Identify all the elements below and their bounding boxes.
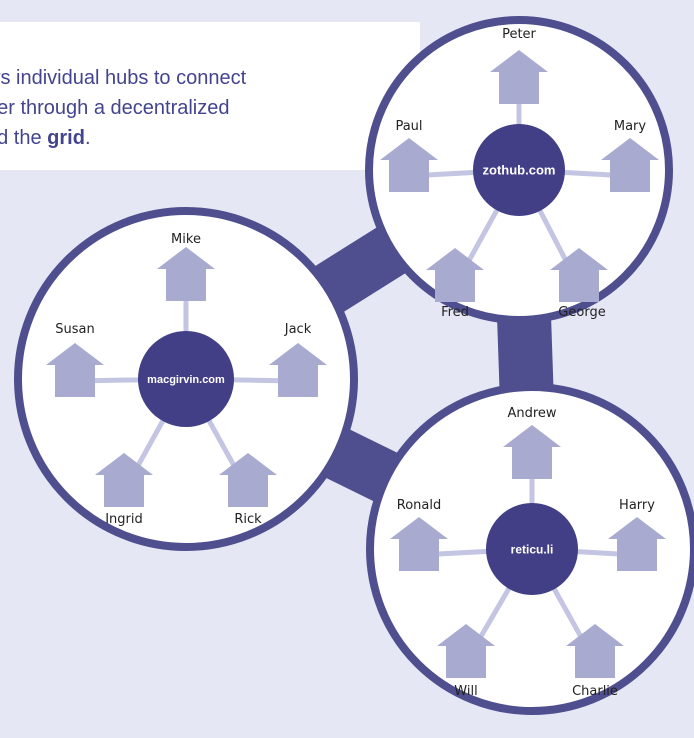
hub-name: zothub.com <box>483 163 556 178</box>
house-icon <box>550 248 608 302</box>
user-label: Mike <box>171 232 201 247</box>
house-icon <box>219 453 277 507</box>
user-label: Ingrid <box>105 512 143 527</box>
user-label: Paul <box>395 119 422 134</box>
user-label: Rick <box>234 512 262 527</box>
intro-line-3: ed the grid. <box>0 123 426 153</box>
intro-line-3-prefix: ed the <box>0 127 42 149</box>
house-icon <box>46 343 104 397</box>
user-label: Mary <box>614 119 647 134</box>
user-label: Will <box>454 684 477 699</box>
house-icon <box>608 517 666 571</box>
hub-name: reticu.li <box>511 542 554 556</box>
house-icon <box>601 138 659 192</box>
user-label: Ronald <box>397 498 441 513</box>
user-label: Fred <box>441 305 469 320</box>
house-icon <box>269 343 327 397</box>
house-icon <box>380 138 438 192</box>
hub-name: macgirvin.com <box>147 374 225 386</box>
user-label: Jack <box>284 322 312 337</box>
house-icon <box>95 453 153 507</box>
user-label: Andrew <box>507 406 556 421</box>
house-icon <box>437 624 495 678</box>
house-icon <box>503 425 561 479</box>
user-label: Harry <box>619 498 655 513</box>
intro-line-1: ws individual hubs to connect <box>0 67 247 89</box>
house-icon <box>426 248 484 302</box>
house-icon <box>566 624 624 678</box>
house-icon <box>390 517 448 571</box>
house-icon <box>490 50 548 104</box>
house-icon <box>157 247 215 301</box>
grid-keyword: grid <box>47 127 85 149</box>
hub-node <box>473 124 565 216</box>
user-label: Peter <box>502 27 536 42</box>
hub-node <box>486 503 578 595</box>
intro-line-3-suffix: . <box>84 127 91 149</box>
user-label: Susan <box>55 322 94 337</box>
user-label: Charlie <box>572 684 618 699</box>
intro-line-2: her through a decentralized <box>0 97 230 119</box>
hub-node <box>138 331 234 427</box>
intro-panel <box>0 22 420 170</box>
user-label: George <box>558 305 605 320</box>
intro-text: ws individual hubs to connect her throug… <box>0 63 426 153</box>
